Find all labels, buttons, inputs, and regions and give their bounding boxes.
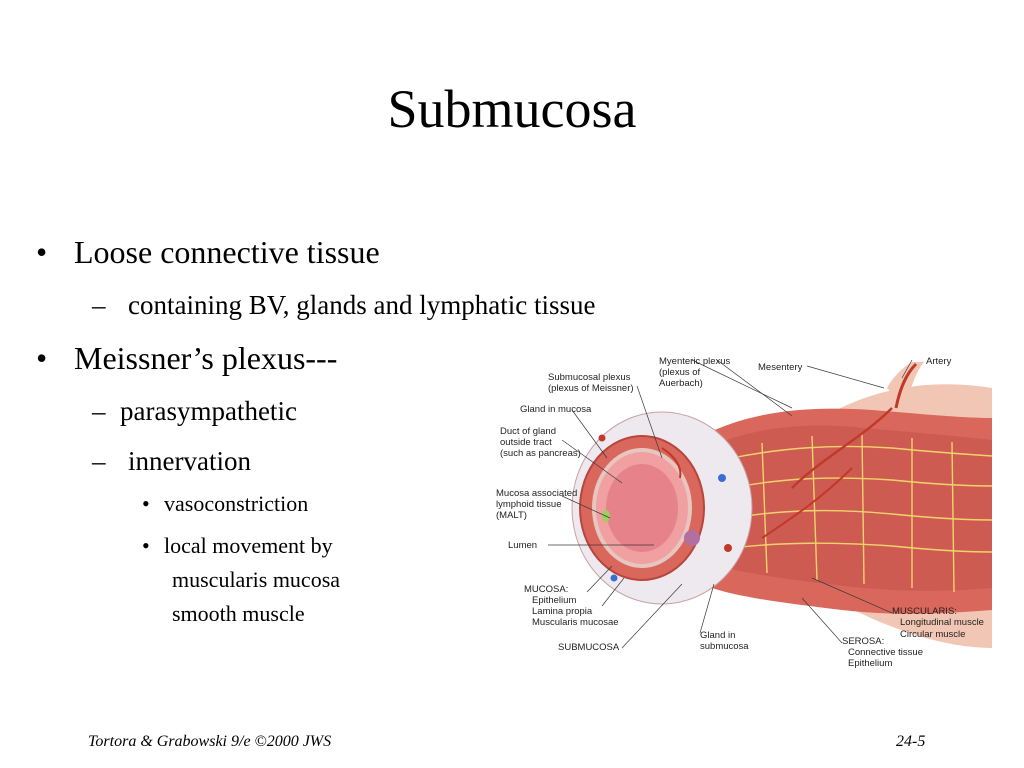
label-myenteric-plexus: (plexus of — [659, 367, 701, 378]
bullet-text: vasoconstriction — [164, 491, 309, 516]
label-gland-in-submucosa: Gland in — [700, 630, 735, 641]
tube-body — [702, 384, 992, 648]
label-submucosal-plexus: Submucosal plexus — [548, 372, 631, 383]
label-submucosa: SUBMUCOSA — [558, 642, 620, 653]
bullet-text: innervation — [128, 446, 251, 476]
label-myenteric-plexus: Myenteric plexus — [659, 356, 731, 367]
bullet-text: containing BV, glands and lymphatic tiss… — [128, 290, 596, 320]
label-mucosa: MUCOSA: — [524, 584, 568, 595]
label-submucosal-plexus: (plexus of Meissner) — [548, 383, 634, 394]
label-malt: Mucosa associated — [496, 488, 577, 499]
label-malt: lymphoid tissue — [496, 499, 561, 510]
label-myenteric-plexus: Auerbach) — [659, 378, 703, 389]
label-artery: Artery — [926, 356, 952, 367]
label-epithelium: Epithelium — [532, 595, 576, 606]
bullet-text: parasympathetic — [120, 396, 297, 426]
label-gland-in-mucosa: Gland in mucosa — [520, 404, 592, 415]
slide-title: Submucosa — [387, 79, 637, 139]
label-lamina-propria: Lamina propia — [532, 606, 593, 617]
label-muscularis: MUSCULARIS: — [892, 606, 957, 617]
footer-slide-number: 24-5 — [896, 733, 926, 750]
bullet-text: local movement by — [164, 533, 333, 558]
figure-labels: Myenteric plexus (plexus of Auerbach) Me… — [496, 356, 984, 669]
dash-marker: – — [92, 290, 106, 320]
gi-tract-cross-section-figure: Myenteric plexus (plexus of Auerbach) Me… — [492, 348, 1000, 670]
bullet-marker: • — [142, 533, 150, 558]
label-lumen: Lumen — [508, 540, 537, 551]
label-duct-of-gland: outside tract — [500, 437, 552, 448]
leader-lines — [548, 359, 913, 649]
mucosa-ring — [579, 435, 705, 581]
label-circular-muscle: Circular muscle — [900, 629, 965, 640]
label-gland-in-submucosa: submucosa — [700, 641, 749, 652]
label-muscularis-mucosae: Muscularis mucosae — [532, 617, 619, 628]
bullet-marker: • — [36, 234, 48, 270]
bullet-text: Loose connective tissue — [74, 234, 380, 270]
footer-citation: Tortora & Grabowski 9/e ©2000 JWS — [88, 733, 332, 750]
label-mesentery: Mesentery — [758, 362, 803, 373]
nerve-plexus — [731, 433, 993, 593]
dash-marker: – — [92, 396, 106, 426]
label-serosa-connective-tissue: Connective tissue — [848, 647, 923, 658]
bullet-marker: • — [36, 340, 48, 376]
bullet-continuation: muscularis mucosa — [172, 567, 341, 592]
label-malt: (MALT) — [496, 510, 527, 521]
label-duct-of-gland: Duct of gland — [500, 426, 556, 437]
label-serosa: SEROSA: — [842, 636, 884, 647]
bullet-marker: • — [142, 491, 150, 516]
artery-mesentery — [761, 362, 924, 539]
label-serosa-epithelium: Epithelium — [848, 658, 892, 669]
bullet-text: Meissner’s plexus--- — [74, 340, 338, 376]
bullet-continuation: smooth muscle — [172, 601, 305, 626]
label-longitudinal-muscle: Longitudinal muscle — [900, 617, 984, 628]
dash-marker: – — [92, 446, 106, 476]
label-duct-of-gland: (such as pancreas) — [500, 448, 581, 459]
